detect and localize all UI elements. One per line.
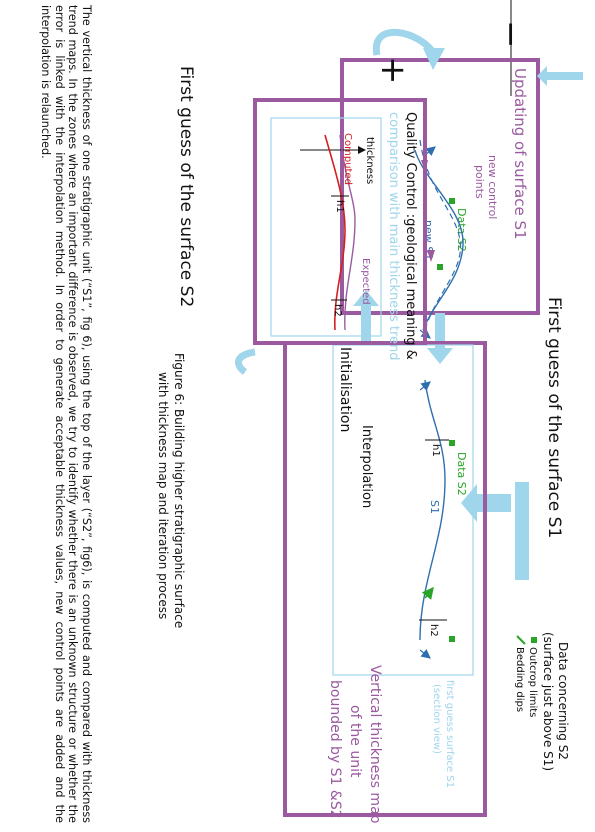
first-guess-1: first guess surface S1 <box>444 680 455 788</box>
update-box <box>340 58 540 315</box>
init-box <box>283 341 487 817</box>
init-h2-label: h2 <box>428 624 439 637</box>
new-s1-curve <box>414 149 464 331</box>
legend-dips: Bedding dips <box>514 647 525 712</box>
loop-arrow-left-head <box>423 48 445 70</box>
initialisation-label: Initialisation <box>337 347 353 432</box>
vt-line-1: Vertical thickness map <box>367 665 383 824</box>
qc-title-1: Quality Control :geological meaning & <box>403 112 418 360</box>
loop-arrow-right <box>235 348 256 375</box>
data-to-init-arrow <box>461 482 529 580</box>
qc-title-part1: Quality Control : <box>403 112 418 218</box>
arrow-update-to-init-head <box>427 348 453 364</box>
update-green-point-2 <box>437 264 443 270</box>
arrow-into-update-head <box>537 66 547 86</box>
vt-line-2: of the unit <box>347 705 363 778</box>
update-title: Updating of surface S1 <box>511 68 529 240</box>
old-s1-curve <box>419 139 462 331</box>
interpolation-label: Interpolation <box>359 425 374 508</box>
init-dip-arrow-1 <box>419 381 431 391</box>
arrow-to-qc-head <box>353 290 379 306</box>
qc-title-part2: geological meaning & <box>403 218 418 360</box>
data-box-title-1: Data concerning S2 <box>556 642 570 760</box>
arrow-update-to-init <box>435 313 445 353</box>
first-guess-2: (section view) <box>431 684 442 754</box>
computed-curve <box>324 134 346 331</box>
dip-legend-icon <box>516 635 526 645</box>
section-view-frame <box>332 344 474 676</box>
qc-box <box>253 98 427 345</box>
qc-expected: Expected <box>360 258 371 305</box>
qc-graph-frame <box>270 117 382 337</box>
qc-title-2: comparison with main thickness trend <box>386 112 401 361</box>
qc-thickness: thickness <box>364 137 375 184</box>
heading-s2: First guess of the surface S2 <box>176 66 196 307</box>
qc-h2-label: h2 <box>332 304 343 317</box>
loop-arrow-left <box>372 28 438 58</box>
outcrop-legend-icon <box>531 637 537 643</box>
qc-computed: Computed <box>342 133 353 185</box>
new-control-2: points <box>473 165 486 199</box>
expected-curve <box>339 134 356 331</box>
arrow-into-update <box>543 72 583 80</box>
legend-outcrop: Outcrop limits <box>527 647 538 717</box>
init-dip-green <box>421 586 434 600</box>
qc-h1-label: h1 <box>334 200 345 213</box>
minus-sign: − <box>491 20 531 49</box>
init-data-s2: Data S2 <box>455 452 468 496</box>
arrow-to-qc <box>361 302 371 342</box>
vt-line-3: bounded by S1 &S2 <box>327 680 343 819</box>
heading-s1: First guess of the surface S1 <box>544 297 564 538</box>
init-green-point-1 <box>449 440 455 446</box>
init-h1-label: h1 <box>430 444 441 457</box>
update-green-point-1 <box>449 198 455 204</box>
init-dip-arrow-2 <box>419 649 431 659</box>
init-green-point-2 <box>449 636 455 642</box>
data-box-title-2: (surface just above S1) <box>541 632 555 771</box>
data-box: Data concerning S2 (surface just above S… <box>514 632 570 771</box>
caption-1: Figure 6: Building higher stratigraphic … <box>172 353 186 628</box>
control-point-marker-2 <box>427 250 435 262</box>
caption-2: with thickness map and iteration process <box>156 372 170 619</box>
plus-sign: + <box>373 56 413 85</box>
init-s1-label: S1 <box>428 500 441 514</box>
new-control-1: new control <box>486 155 499 219</box>
body-paragraph: The vertical thickness of one stratigrap… <box>39 5 93 823</box>
